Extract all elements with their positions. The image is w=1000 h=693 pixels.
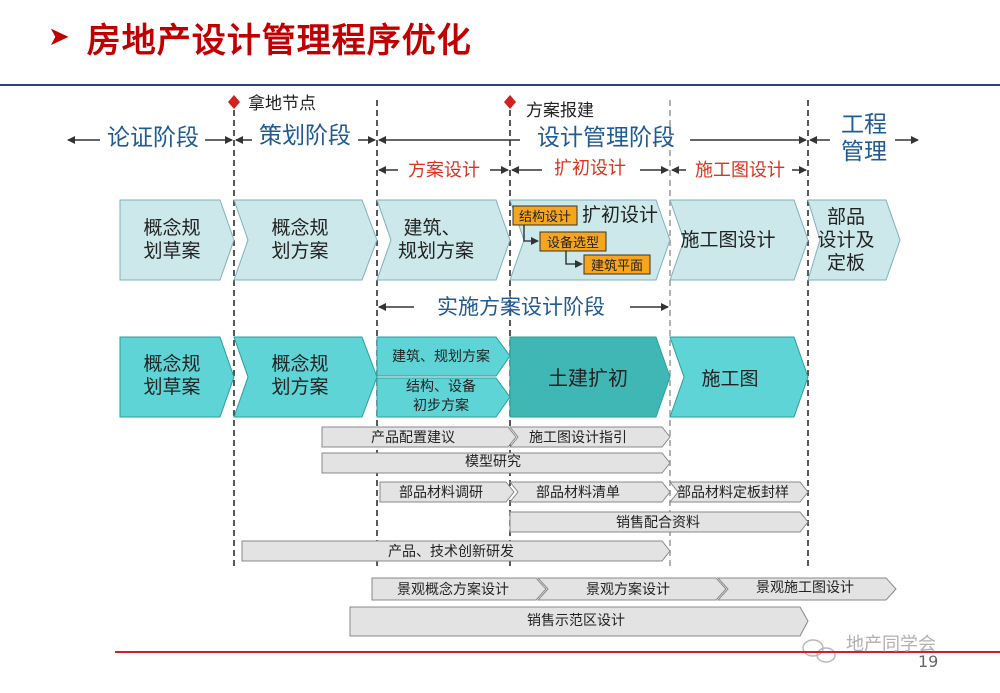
task-bar [716, 577, 897, 601]
task-label: 销售配合资料 [616, 515, 700, 531]
row1-label: 定板 [827, 252, 865, 274]
row2-chevron-1 [119, 336, 235, 418]
design-subphases: 方案设计 扩初设计 施工图设计 [378, 158, 807, 181]
tag-connector [565, 251, 583, 268]
row1-labels: 概念规 划草案 概念规 划方案 建筑、 规划方案 施工图设计 部品 设计及 定板 [143, 206, 874, 274]
row1-chevron-2 [233, 199, 378, 281]
phase-label: 管理 [841, 139, 887, 165]
title-divider [0, 84, 1000, 86]
page-number: 19 [918, 652, 939, 671]
phase-label: 策划阶段 [259, 123, 351, 149]
implementation-phase: 实施方案设计阶段 [378, 295, 669, 319]
phase-label: 论证阶段 [107, 125, 199, 151]
row2-label: 建筑、规划方案 [392, 348, 490, 365]
row2-labels: 概念规 划草案 概念规 划方案 建筑、规划方案 结构、设备 初步方案 土建扩初 … [143, 348, 758, 414]
row2-chevron-5 [669, 336, 809, 418]
task-label: 产品配置建议 [371, 430, 455, 446]
task-bar [371, 577, 547, 601]
milestone-2: 方案报建 [504, 95, 594, 121]
title-text: 房地产设计管理程序优化 [86, 20, 472, 61]
task-label: 产品、技术创新研发 [388, 544, 514, 560]
row1-label: 概念规 [271, 216, 328, 239]
row1-label: 概念规 [143, 216, 200, 239]
row1-chevron-5 [669, 199, 809, 281]
title-arrow-icon: ➤ [48, 22, 71, 52]
row2-label: 施工图 [701, 368, 758, 390]
task-label: 部品材料定板封样 [677, 485, 789, 501]
task-bar [321, 426, 517, 448]
subphase-label: 扩初设计 [554, 158, 626, 179]
task-bar [379, 481, 515, 503]
row2-label: 结构、设备 [406, 378, 476, 395]
task-bar [509, 511, 809, 533]
phase-label: 工程 [841, 112, 887, 138]
milestone-1: 拿地节点 [228, 93, 316, 114]
task-label: 景观施工图设计 [756, 580, 854, 596]
subphase-label: 方案设计 [408, 160, 480, 181]
row2-label: 划草案 [143, 376, 200, 398]
diamond-icon [504, 95, 516, 109]
row1-label: 规划方案 [398, 240, 474, 262]
task-label: 景观概念方案设计 [397, 581, 509, 598]
row1-label: 建筑、 [403, 217, 460, 239]
row1-label: 划方案 [271, 240, 328, 262]
task-bar [508, 426, 671, 448]
row2-label: 初步方案 [413, 397, 469, 414]
task-label: 施工图设计指引 [529, 430, 627, 446]
footer-divider [115, 651, 1000, 653]
row1-chevron-6 [807, 199, 901, 281]
row1-label: 扩初设计 [582, 204, 658, 226]
task-bar [668, 481, 809, 503]
task-bar [349, 606, 809, 637]
tag-connector [523, 225, 539, 245]
row2-chevron-3b [376, 377, 511, 418]
row1-label: 划草案 [143, 240, 200, 262]
tag [539, 231, 607, 252]
detail-design-tags: 扩初设计 结构设计 设备选型 建筑平面 [512, 204, 658, 275]
phase-label: 设计管理阶段 [537, 125, 675, 151]
row1-chevron-1 [119, 199, 235, 281]
phase-band: 论证阶段 策划阶段 设计管理阶段 工程 管理 [67, 112, 919, 165]
row1-label: 部品 [827, 206, 865, 228]
row2 [119, 336, 809, 418]
row1-chevron-3 [376, 199, 511, 281]
row2-chevron-4 [509, 336, 671, 418]
milestone-label: 拿地节点 [248, 93, 316, 114]
row2-label: 划方案 [271, 376, 328, 398]
phase-label: 实施方案设计阶段 [437, 295, 605, 319]
page-title: ➤ 房地产设计管理程序优化 [48, 12, 472, 62]
tag-label: 建筑平面 [591, 258, 643, 274]
row1-label: 施工图设计 [680, 229, 775, 251]
task-bar [321, 452, 671, 474]
tag-label: 设备选型 [547, 235, 599, 251]
row2-chevron-3a [376, 336, 511, 377]
task-bar [241, 540, 671, 562]
task-label: 部品材料清单 [536, 485, 620, 501]
task-bar [536, 577, 727, 601]
tag-label: 结构设计 [519, 210, 571, 225]
task-label: 部品材料调研 [399, 485, 483, 501]
task-bars [241, 426, 897, 637]
milestone-label: 方案报建 [526, 101, 594, 121]
task-bar [508, 481, 671, 503]
tag [512, 205, 578, 226]
wechat-icon [802, 639, 836, 663]
row1-label: 设计及 [817, 229, 874, 251]
row2-label: 概念规 [271, 352, 328, 375]
task-labels: 产品配置建议 施工图设计指引 模型研究 部品材料调研 部品材料清单 部品材料定板… [371, 430, 854, 629]
row2-label: 土建扩初 [548, 366, 628, 390]
tag [583, 254, 651, 275]
subphase-label: 施工图设计 [695, 160, 785, 181]
diamond-icon [228, 95, 240, 109]
watermark: 地产同学会 [846, 634, 936, 655]
task-label: 景观方案设计 [586, 581, 670, 598]
task-label: 销售示范区设计 [527, 612, 625, 629]
task-label: 模型研究 [465, 454, 521, 470]
row2-label: 概念规 [143, 352, 200, 375]
row2-chevron-2 [233, 336, 378, 418]
